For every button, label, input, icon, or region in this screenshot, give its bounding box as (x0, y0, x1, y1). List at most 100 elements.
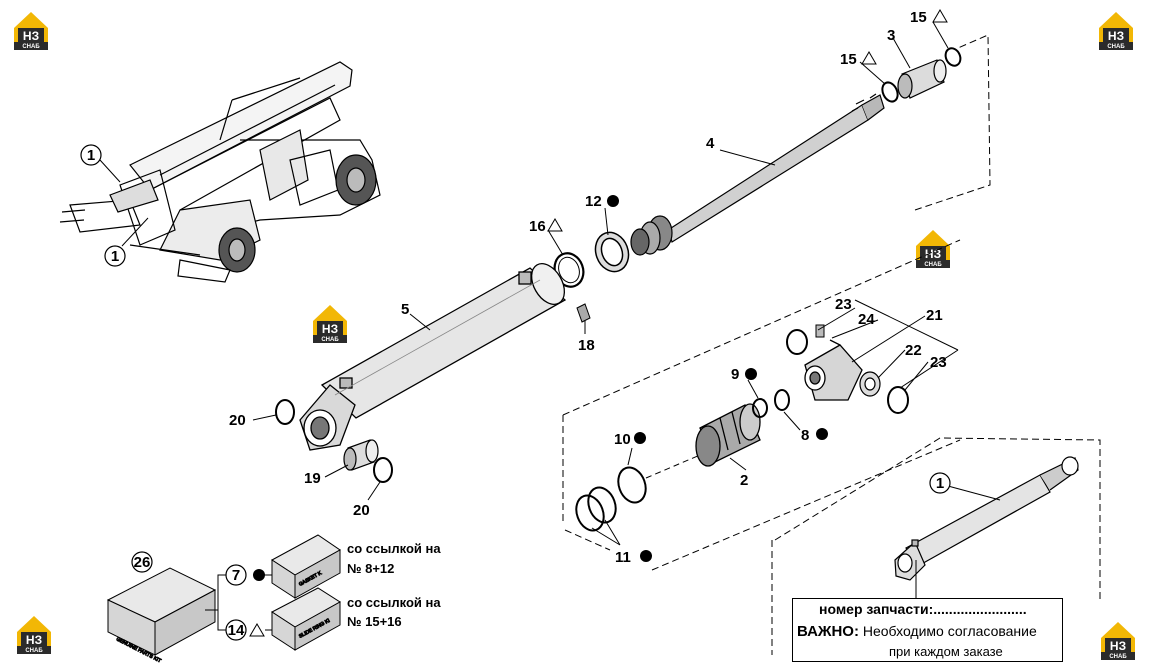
important-text-2: при каждом заказе (889, 644, 1003, 659)
important-text-1: Необходимо согласование (862, 623, 1037, 639)
ring-20-left (275, 399, 295, 425)
callout-7: 7 (225, 564, 247, 586)
svg-text:1: 1 (111, 248, 119, 265)
svg-text:НЗ: НЗ (26, 633, 42, 647)
callout-5: 5 (401, 301, 409, 318)
dot-7 (253, 569, 265, 581)
svg-text:НЗ: НЗ (1110, 639, 1126, 653)
ring-9 (752, 398, 768, 418)
dot-8 (816, 428, 828, 440)
svg-text:СНАБ: СНАБ (25, 648, 43, 654)
kit-box-slide-ring: SLIDE RING KI (271, 587, 341, 651)
callout-9: 9 (731, 366, 739, 383)
part-number-label: номер запчасти: (819, 601, 934, 617)
machine-illustration (59, 61, 381, 283)
callout-19: 19 (304, 470, 321, 487)
triangle-15-lower (861, 51, 877, 65)
ring-15-top (944, 47, 962, 67)
callout-11: 11 (615, 549, 631, 566)
callout-20-bottom: 20 (353, 502, 370, 519)
callout-1-bottom: 1 (104, 245, 126, 267)
svg-text:1: 1 (936, 475, 944, 492)
callout-23-top: 23 (835, 296, 852, 313)
leader-lines (252, 21, 1001, 598)
callout-23-bottom: 23 (930, 354, 947, 371)
axis-piston (645, 454, 701, 479)
svg-text:СНАБ: СНАБ (22, 44, 40, 50)
logo-bottom-right: НЗ СНАБ (1101, 622, 1135, 660)
callout-12: 12 (585, 193, 602, 210)
section-frames (562, 34, 1101, 655)
kit-ref-2-line1: со ссылкой на (347, 595, 441, 610)
part-3-bushing (897, 59, 947, 99)
logo-center: НЗ СНАБ (916, 230, 950, 268)
part-21-rod-eye (804, 339, 863, 401)
logo-bottom-left: НЗ СНАБ (17, 616, 51, 654)
logo-mid-left: НЗ СНАБ (313, 305, 347, 343)
callout-3: 3 (887, 27, 895, 44)
svg-text:26: 26 (134, 554, 151, 571)
part-number-value: ........................ (933, 601, 1027, 617)
leader-1a (99, 159, 121, 183)
ring-23-top (786, 329, 808, 355)
callout-1-assembled: 1 (929, 472, 951, 494)
callout-15-lower: 15 (840, 51, 857, 68)
kit-ref-1-line2: № 8+12 (347, 561, 394, 576)
callout-26: 26 (131, 551, 153, 573)
callout-15-top: 15 (910, 9, 927, 26)
kit-box-main: GENUINE PARTS KIT (106, 567, 217, 665)
callout-2: 2 (740, 472, 748, 489)
kit-ref-1-line1: со ссылкой на (347, 541, 441, 556)
svg-text:НЗ: НЗ (1108, 29, 1124, 43)
svg-text:7: 7 (232, 567, 240, 584)
dot-10 (634, 432, 646, 444)
part-24-grease-nipple (815, 324, 825, 338)
ring-8 (774, 389, 790, 411)
important-row: ВАЖНО: Необходимо согласование (797, 623, 1037, 640)
part-number-row: номер запчасти:........................ (819, 601, 1027, 617)
callout-22: 22 (905, 342, 922, 359)
piston-rod (630, 93, 885, 256)
logo-top-left: НЗ СНАБ (14, 12, 48, 50)
dot-11 (640, 550, 652, 562)
callout-21: 21 (926, 307, 943, 324)
part-22-bushing (859, 371, 881, 397)
callout-14: 14 (225, 619, 247, 641)
dot-12 (607, 195, 619, 207)
rings-11 (575, 486, 617, 532)
callout-1-top: 1 (80, 144, 102, 166)
triangle-16 (547, 218, 563, 232)
triangle-14 (249, 623, 265, 637)
kit-ref-2-line2: № 15+16 (347, 614, 402, 629)
ring-20-bottom (373, 457, 393, 483)
assembled-cylinder (894, 456, 1079, 581)
svg-text:СНАБ: СНАБ (924, 262, 942, 268)
part-18-grease-nipple (576, 303, 591, 323)
important-label: ВАЖНО: (797, 623, 859, 640)
callout-10: 10 (614, 431, 631, 448)
ring-15-lower (881, 81, 899, 103)
triangle-15-top (932, 9, 948, 23)
part-12-wear-ring (594, 231, 630, 273)
svg-text:1: 1 (87, 147, 95, 164)
callout-16: 16 (529, 218, 546, 235)
ring-23-bottom (887, 386, 909, 414)
svg-text:НЗ: НЗ (23, 29, 39, 43)
svg-text:СНАБ: СНАБ (1109, 654, 1127, 660)
part-2-piston (695, 403, 761, 467)
logo-top-right: НЗ СНАБ (1099, 12, 1133, 50)
callout-8: 8 (801, 427, 809, 444)
order-info-box: номер запчасти:........................ … (792, 598, 1063, 662)
callout-18: 18 (578, 337, 595, 354)
dot-9 (745, 368, 757, 380)
part-19-bushing (343, 439, 379, 471)
callout-24: 24 (858, 311, 875, 328)
svg-text:14: 14 (228, 622, 245, 639)
callout-4: 4 (706, 135, 715, 152)
cylinder-barrel (299, 263, 567, 451)
svg-text:НЗ: НЗ (322, 322, 338, 336)
ring-10 (617, 466, 647, 504)
leader-1b (121, 217, 149, 247)
svg-text:СНАБ: СНАБ (321, 337, 339, 343)
